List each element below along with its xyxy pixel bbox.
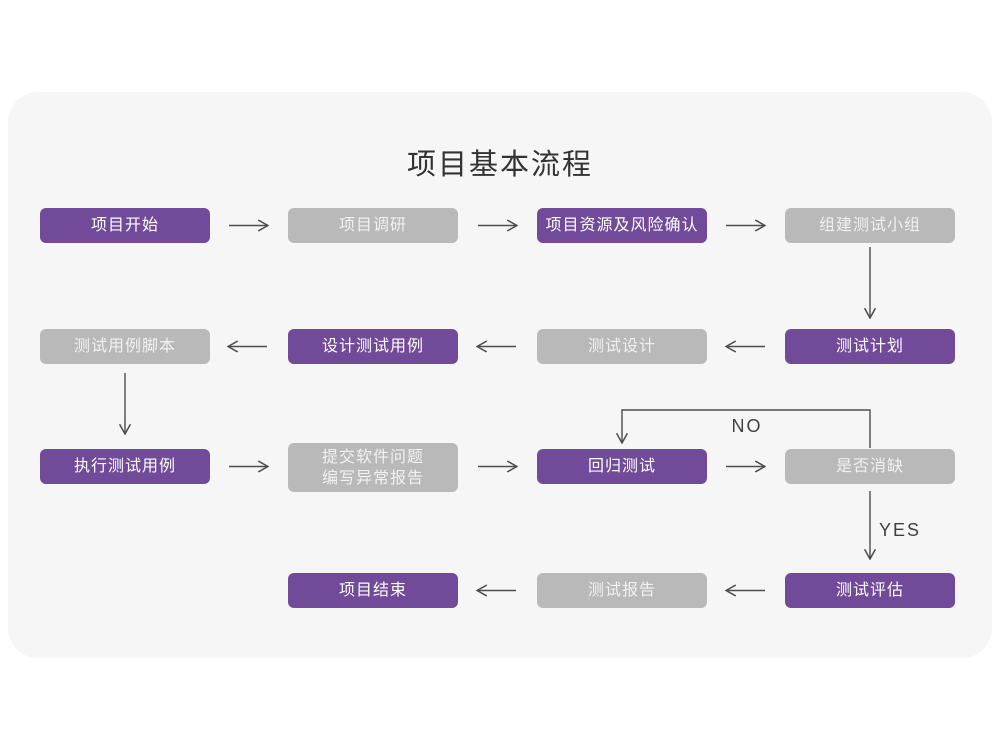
flow-node-project-survey: 项目调研 xyxy=(288,208,458,243)
flow-node-defect-cleared: 是否消缺 xyxy=(785,449,955,484)
branch-label-yes: YES xyxy=(879,520,922,540)
flow-node-submit-issue: 提交软件问题 编写异常报告 xyxy=(288,443,458,492)
flow-node-test-evaluate: 测试评估 xyxy=(785,573,955,608)
page-title: 项目基本流程 xyxy=(406,149,593,181)
flow-node-regression: 回归测试 xyxy=(537,449,707,484)
flow-node-case-script: 测试用例脚本 xyxy=(40,329,210,364)
flow-node-risk-confirm: 项目资源及风险确认 xyxy=(537,208,707,243)
flow-node-test-design: 测试设计 xyxy=(537,329,707,364)
flow-node-test-report: 测试报告 xyxy=(537,573,707,608)
flowchart-card xyxy=(8,92,992,658)
flow-node-design-case: 设计测试用例 xyxy=(288,329,458,364)
branch-label-no: NO xyxy=(731,416,763,436)
flow-node-test-plan: 测试计划 xyxy=(785,329,955,364)
flow-node-project-start: 项目开始 xyxy=(40,208,210,243)
flow-node-build-team: 组建测试小组 xyxy=(785,208,955,243)
flow-node-execute-case: 执行测试用例 xyxy=(40,449,210,484)
flow-node-project-end: 项目结束 xyxy=(288,573,458,608)
